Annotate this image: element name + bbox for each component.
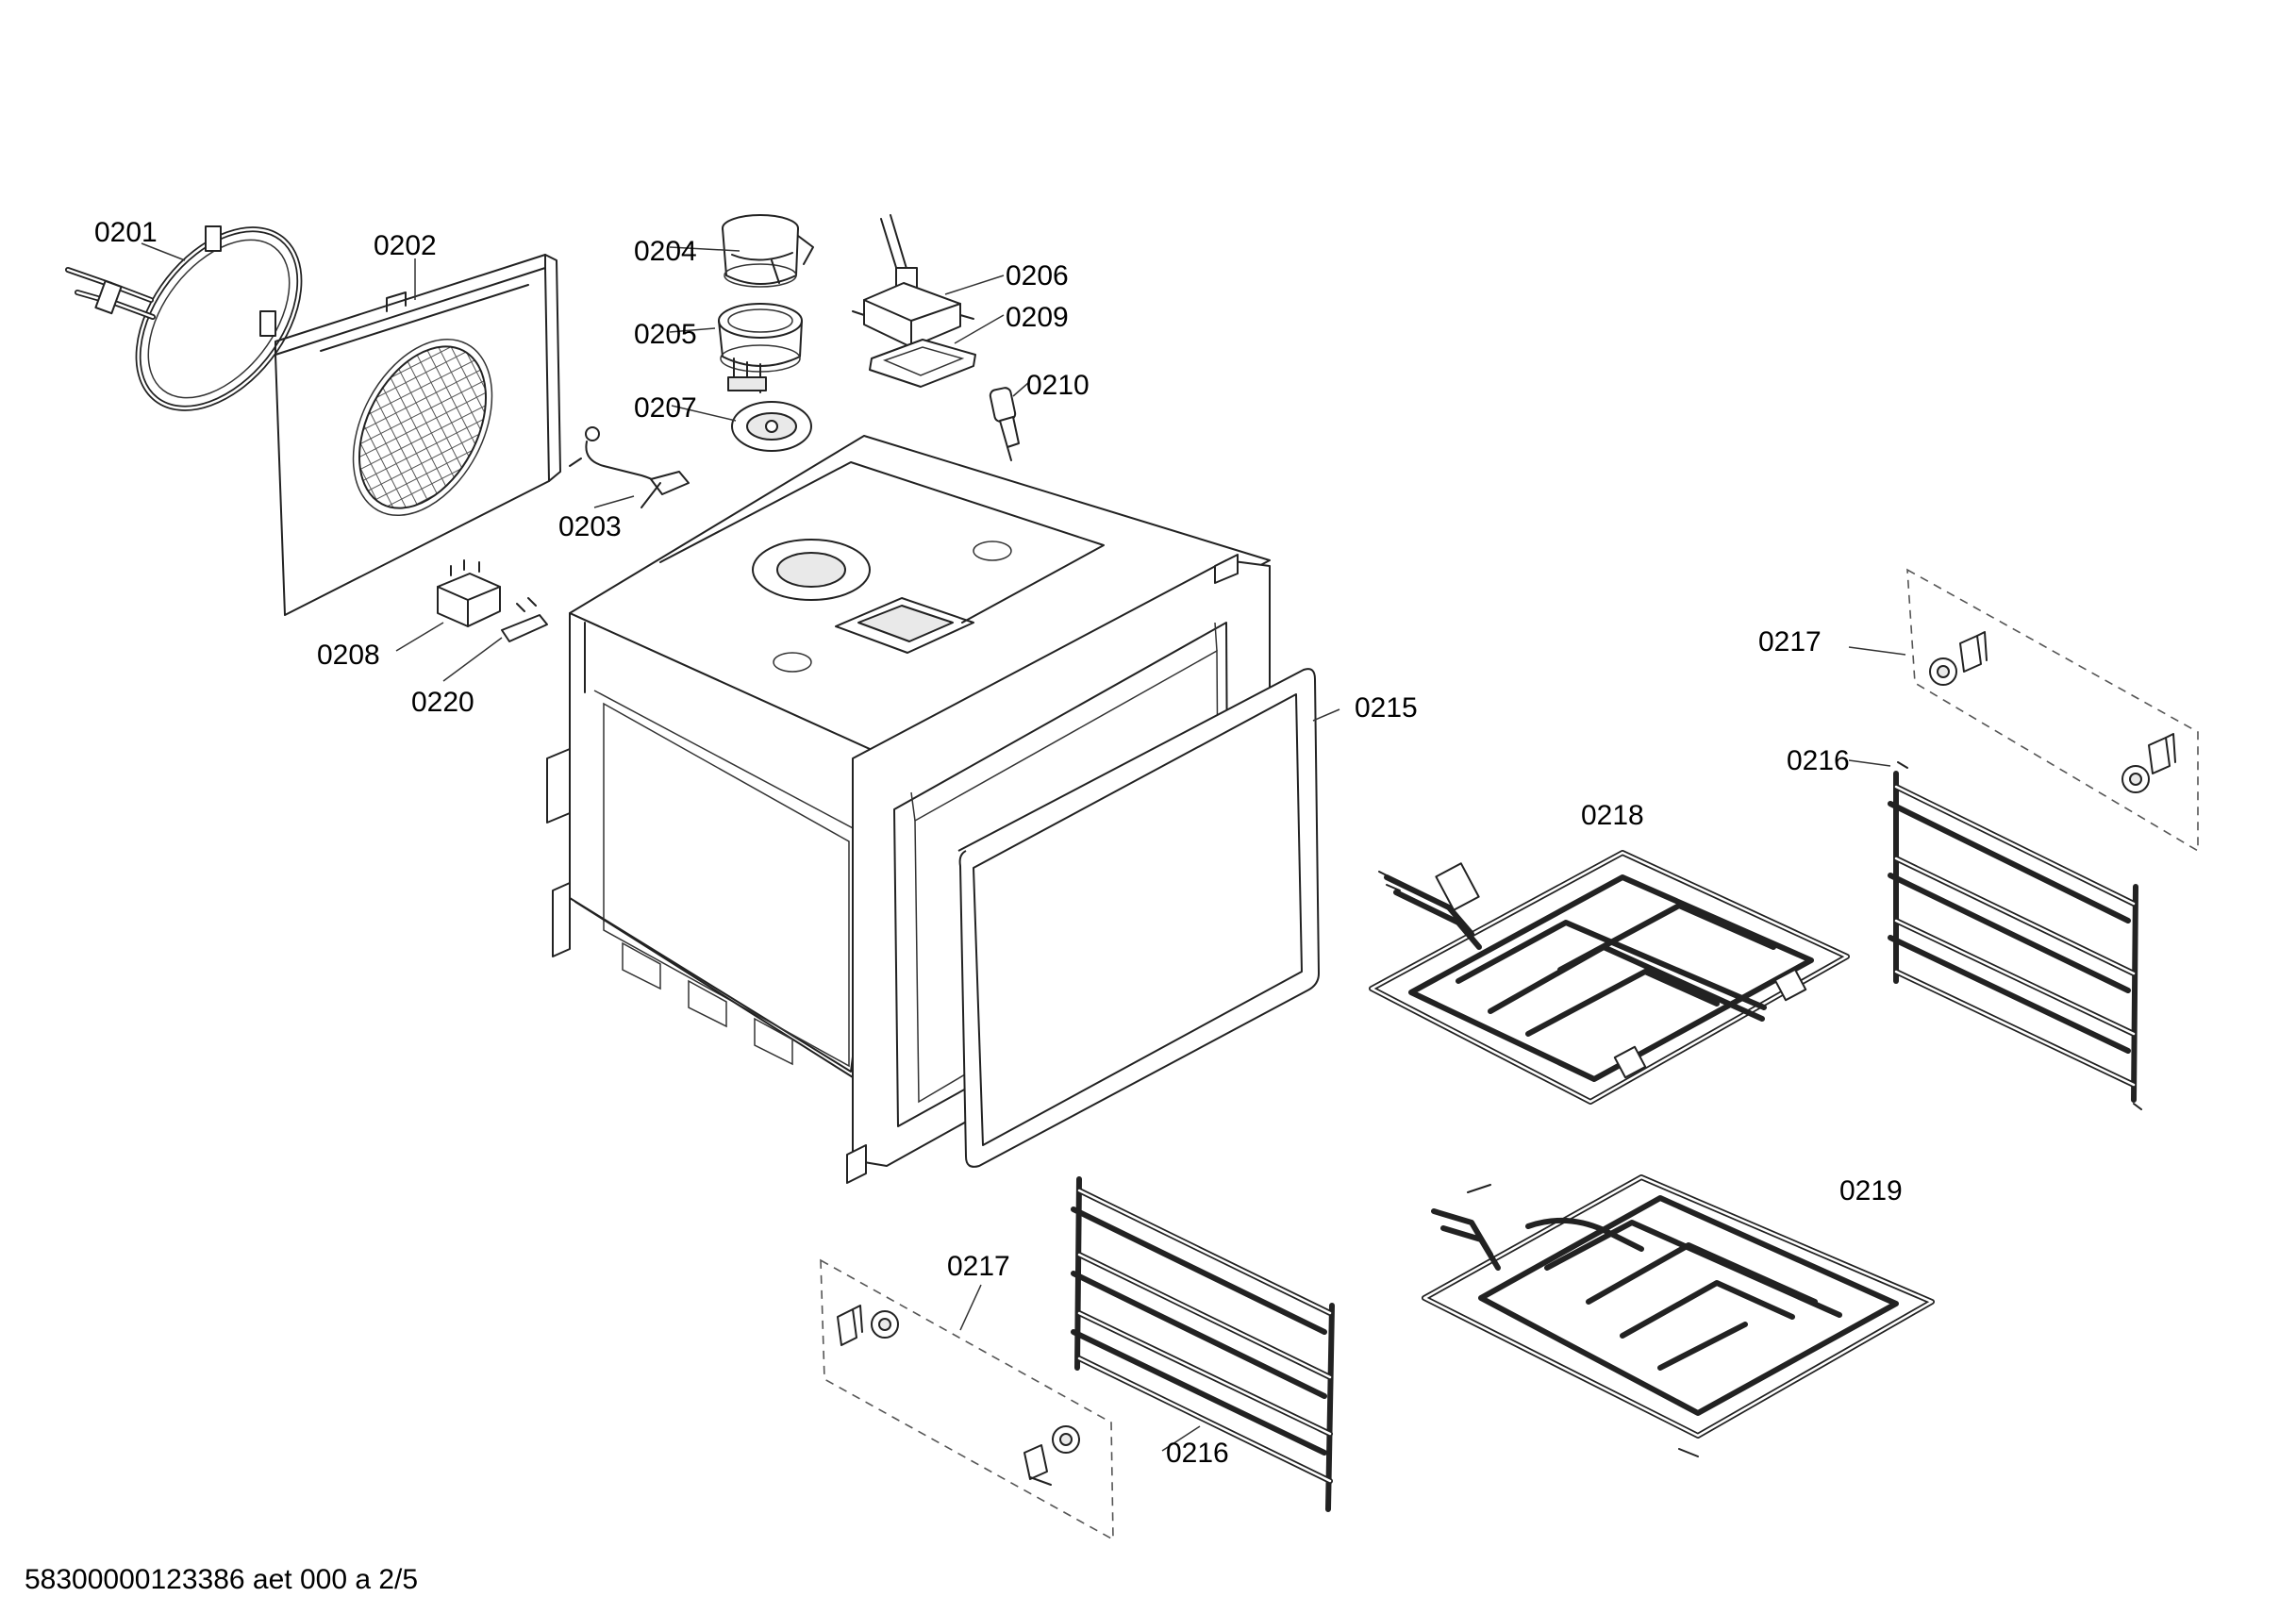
part-0216-side-rack-right [1888, 761, 2142, 1110]
label-0215: 0215 [1355, 692, 1418, 724]
label-0207: 0207 [634, 392, 697, 424]
part-0210-oven-lamp [989, 387, 1020, 461]
part-0203-temperature-sensor [569, 426, 690, 508]
leader-lines [141, 242, 1906, 1452]
label-0208: 0208 [317, 640, 380, 671]
label-0216-lower: 0216 [1166, 1438, 1229, 1469]
label-0217-upper: 0217 [1758, 626, 1822, 657]
label-0204: 0204 [634, 236, 697, 267]
part-0201-ring-heater [65, 225, 303, 411]
label-0201: 0201 [94, 217, 158, 248]
label-0220: 0220 [411, 687, 474, 718]
part-labels: 0201 0202 0204 0205 0207 0206 0209 0210 … [94, 217, 1903, 1469]
part-0217-side-clips-upper [1906, 568, 2199, 853]
label-0206: 0206 [1006, 260, 1069, 291]
label-0210: 0210 [1026, 370, 1090, 401]
part-0205-fan-motor-mount [718, 303, 803, 393]
part-0216-side-rack-left [1071, 1176, 1335, 1512]
part-0215-door-seal [957, 668, 1320, 1168]
label-0216-upper: 0216 [1787, 745, 1850, 776]
part-0218-grill-element [1369, 850, 1850, 1105]
part-0204-fan-shroud [722, 214, 814, 288]
part-0220-switch-cover [501, 597, 548, 642]
part-0219-bottom-element [1422, 1174, 1935, 1457]
document-id: 58300000123386 aet 000 a 2/5 [25, 1564, 418, 1595]
label-0219: 0219 [1839, 1175, 1903, 1206]
part-0202-rear-panel [275, 254, 561, 616]
part-0208-switch-block [437, 559, 501, 627]
label-0202: 0202 [374, 230, 437, 261]
label-0218: 0218 [1581, 800, 1644, 831]
label-0209: 0209 [1006, 302, 1069, 333]
label-0203: 0203 [558, 511, 622, 542]
part-0206-thermostat-unit [852, 214, 974, 348]
label-0217-lower: 0217 [947, 1251, 1010, 1282]
part-0209-gasket [869, 339, 976, 388]
part-0207-fan-wheel [731, 401, 812, 452]
part-0217-side-clips-lower [820, 1258, 1114, 1541]
label-0205: 0205 [634, 319, 697, 350]
